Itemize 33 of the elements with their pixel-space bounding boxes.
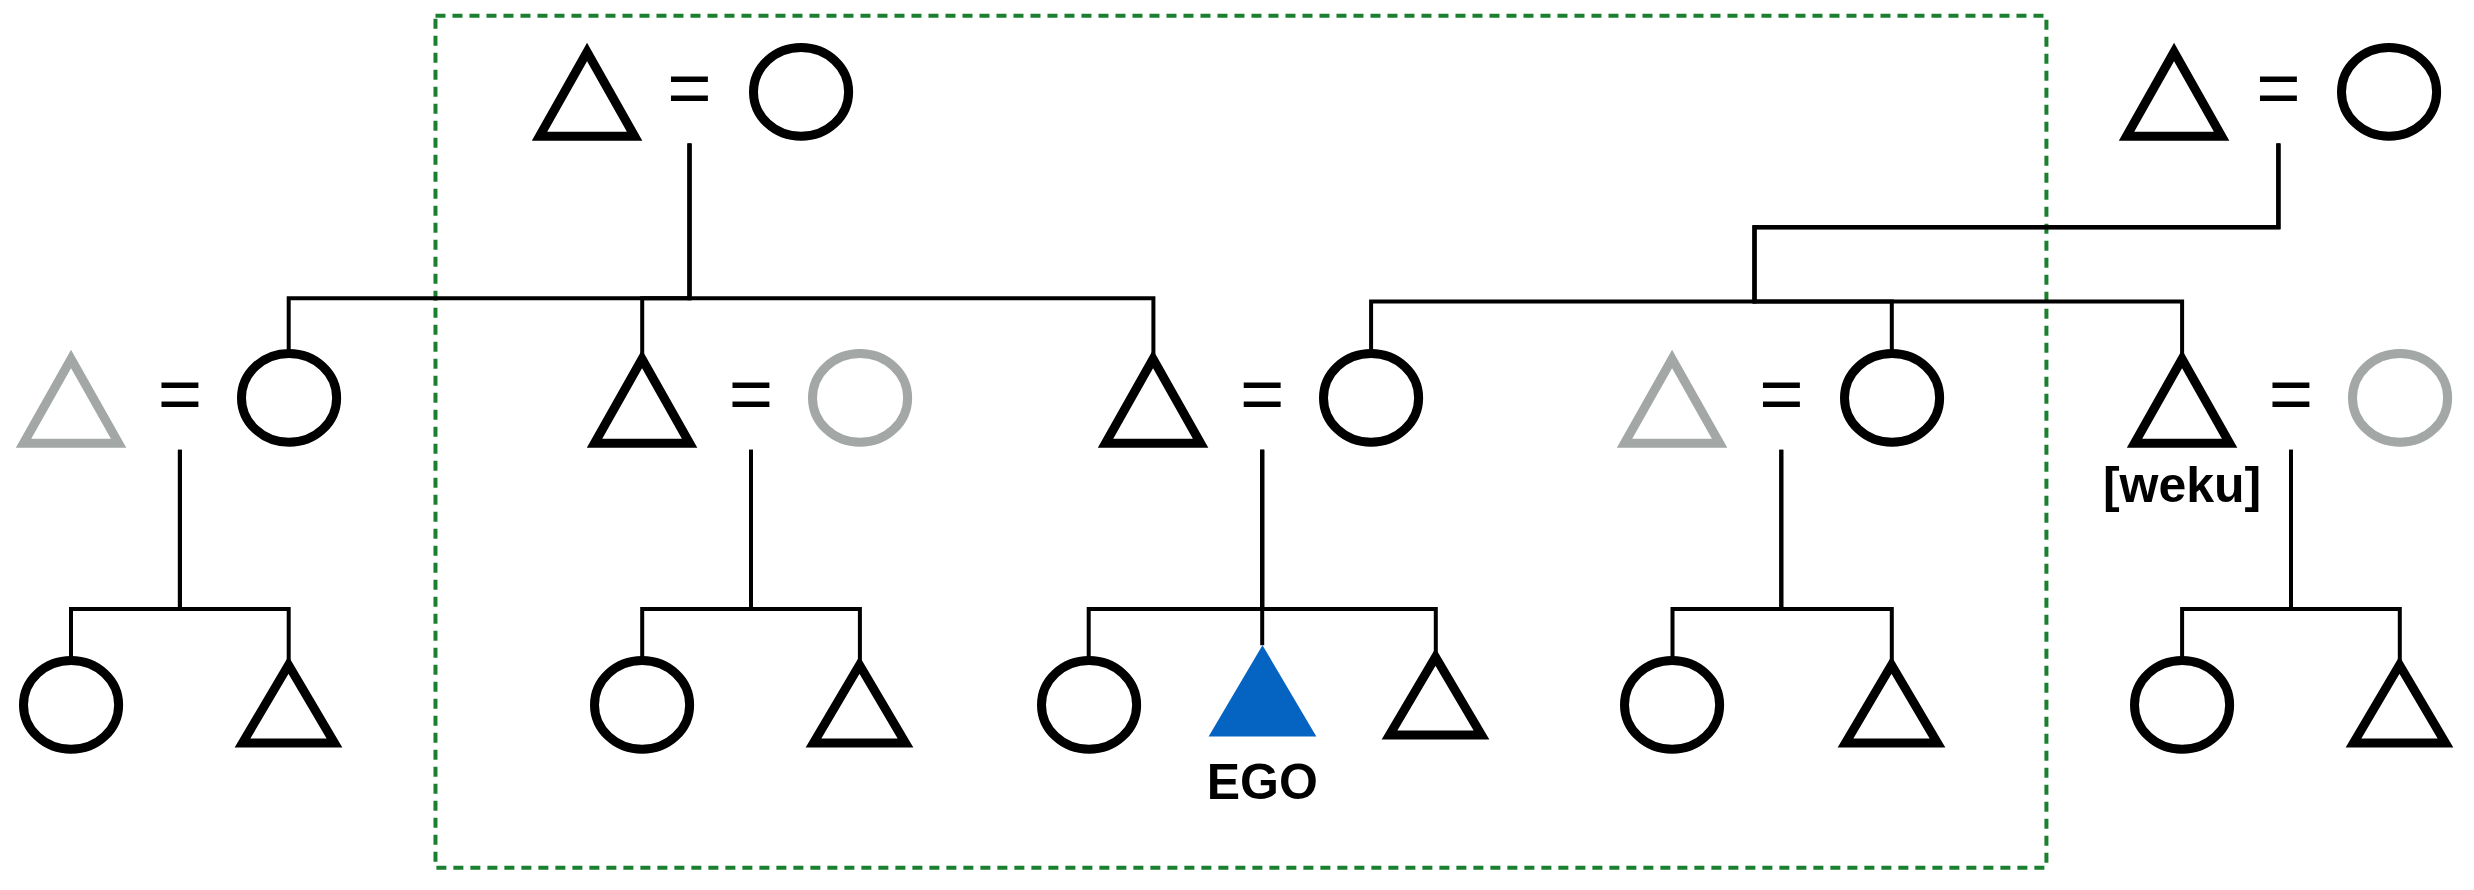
circle-symbol	[1036, 656, 1141, 755]
circle-symbol	[590, 656, 695, 755]
circle-symbol	[807, 348, 912, 447]
descent-line	[1260, 449, 1438, 653]
node-caption: [weku]	[2102, 456, 2262, 515]
equals-sign: =	[2249, 64, 2307, 112]
circle-symbol	[1620, 656, 1725, 755]
circle-symbol	[2347, 348, 2452, 447]
descent-line	[1779, 449, 1894, 661]
circle-symbol	[2336, 42, 2441, 141]
triangle-symbol	[1101, 350, 1206, 449]
circle-symbol	[236, 348, 341, 447]
circle-symbol	[749, 42, 854, 141]
descent-line	[177, 449, 291, 661]
equals-sign: =	[722, 370, 780, 419]
circle-symbol	[18, 656, 124, 755]
equals-sign: =	[151, 370, 209, 419]
circle-symbol	[2130, 656, 2235, 755]
descent-line	[687, 143, 1156, 355]
triangle-symbol	[2130, 350, 2235, 449]
equals-sign: =	[661, 64, 718, 112]
descent-line	[2289, 449, 2402, 661]
triangle-symbol	[1620, 350, 1725, 449]
node-caption: EGO	[1206, 752, 1318, 811]
equals-sign: =	[1752, 370, 1810, 419]
triangle-symbol	[2122, 42, 2227, 141]
equals-sign: =	[1233, 370, 1291, 419]
circle-symbol	[1839, 348, 1944, 447]
triangle-symbol	[18, 350, 124, 449]
equals-sign: =	[2262, 370, 2320, 419]
triangle-symbol	[590, 350, 695, 449]
descent-line	[749, 449, 862, 661]
circle-symbol	[1319, 348, 1424, 447]
